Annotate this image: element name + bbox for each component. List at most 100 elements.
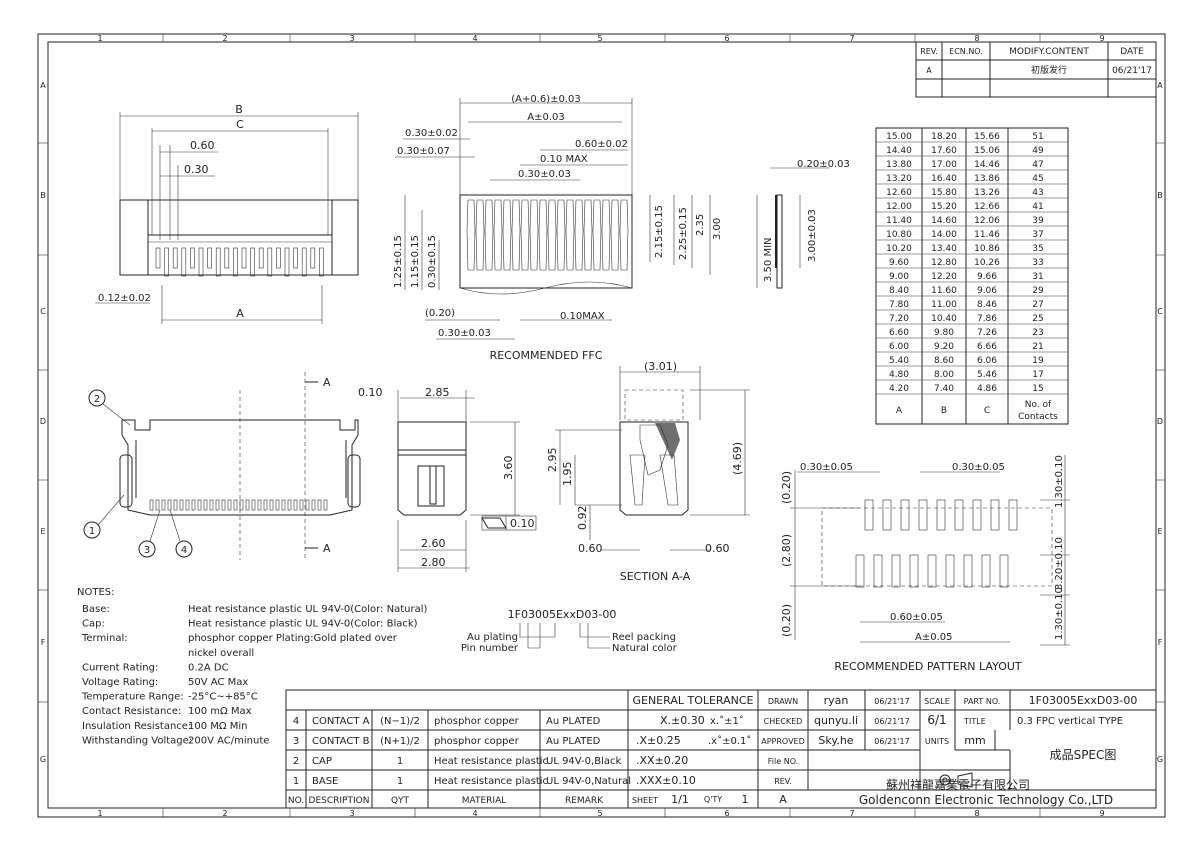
qty-value: 1 [742,793,749,806]
front-pin [281,499,286,511]
table-cell: 27 [1032,300,1043,310]
sheet-label: SHEET [632,796,658,805]
row-mark-left: A [40,81,46,90]
row-mark-right: B [1157,191,1163,200]
table-cell: 15.20 [931,202,957,212]
table-cell: 7.86 [977,314,997,324]
table-cell: 10.20 [886,244,912,254]
table-cell: 11.40 [886,216,912,226]
tol-0-b: x.˚±1˚ [710,715,744,727]
note-value: nickel overall [188,648,254,659]
pad-bottom [855,554,865,588]
bom-cell: CONTACT A [312,716,370,727]
table-cell: 15.80 [931,188,957,198]
table-cell: 13.80 [886,160,912,170]
front-pin [191,499,196,511]
row-mark-right: A [1157,81,1163,90]
front-pin [311,499,316,511]
bom-cell: (N+1)/2 [380,736,420,747]
partno-value: 1F03005ExxD03-00 [1029,694,1138,707]
table-cell: 25 [1032,314,1043,324]
partno-label: PART NO. [964,697,1001,706]
column-mark-bottom: 6 [724,809,729,818]
top-pin [224,247,230,269]
table-cell: 5.46 [977,370,997,380]
front-pin [257,499,262,511]
dim-060-sec-b: 0.60 [705,542,730,555]
note-value: phosphor copper Plating:Gold plated over [188,633,398,644]
table-cell: 33 [1032,258,1043,268]
top-pin [319,247,324,277]
dim-030-003: 0.30±0.03 [518,169,571,180]
table-cell: 47 [1032,160,1043,170]
table-cell: 11.60 [931,286,957,296]
date-approved: 06/21'17 [874,737,909,746]
checked-by: qunyu.li [814,714,858,727]
column-mark-bottom: 4 [472,809,477,818]
dim-060-sec-a: 0.60 [578,542,603,555]
section-a-top: A [323,376,331,389]
row-mark-right: C [1157,307,1163,316]
dim-301: (3.01) [644,360,677,373]
ffc-finger [610,199,620,271]
top-pin [190,247,195,269]
dim-012: 0.12±0.02 [98,293,151,304]
pad-bottom [963,554,973,588]
note-key: Contact Resistance: [82,706,181,717]
bom-cell: 1 [397,756,403,767]
dim-285: 2.85 [425,386,450,399]
bom-cell: 1 [293,776,299,787]
table-cell: 17.00 [931,160,957,170]
table-cell: 6.60 [889,328,909,338]
ffc-side-view: 0.20±0.03 3.50 MIN 3.00±0.03 [756,159,850,289]
dim-092: 0.92 [576,506,589,531]
reel-packing-label: Reel packing [612,632,676,643]
table-cell: 12.80 [931,258,957,268]
table-cell: 29 [1032,286,1044,296]
top-pin [155,247,161,269]
dim-469: (4.69) [731,442,744,475]
table-cell: 4.86 [977,384,997,394]
dim-030-pat-b: 0.30±0.05 [952,462,1005,473]
note-key: Base: [82,604,110,615]
table-cell: 18.20 [931,132,957,142]
column-mark-top: 1 [97,34,102,43]
ffc-finger [574,199,584,271]
pad-bottom [927,554,937,588]
rev-value: A [926,66,932,75]
note-key: Temperature Range: [81,692,184,703]
column-mark-bottom: 5 [597,809,602,818]
pad-top [954,499,964,531]
table-cell: 12.20 [931,272,957,282]
table-cell: 39 [1032,216,1044,226]
revision-block: REV. ECN.NO. MODIFY.CONTENT DATE A 初版发行 … [915,41,1157,98]
general-tolerance: GENERAL TOLERANCE [632,694,753,707]
pad-top [1008,499,1018,531]
dim-030-015: 0.30±0.15 [427,235,438,288]
table-cell: 6.06 [977,356,997,366]
note-value: 0.2A DC [188,662,229,673]
table-cell: 13.20 [886,174,912,184]
dim-020-003: 0.20±0.03 [797,159,850,170]
dim-130-pat-b: 1.30±0.10 [1054,587,1065,640]
ffc-finger [601,199,611,271]
bom-cell: CAP [312,756,332,767]
bom-cell: phosphor copper [434,736,520,747]
table-cell: 12.06 [974,216,1000,226]
bom-cell: Au PLATED [546,716,601,727]
table-cell: 12.66 [974,202,1000,212]
pad-top [900,499,910,531]
row-mark-left: G [40,755,46,764]
dim-a-pat: A±0.05 [915,632,953,643]
front-pin [227,499,232,511]
note-key: Cap: [82,619,105,630]
pad-top [936,499,946,531]
front-pin [209,499,214,511]
table-cell: 9.06 [977,286,997,296]
dim-030-002: 0.30±0.02 [405,128,458,139]
bom-cell: 1 [397,776,403,787]
dim-030: 0.30 [184,163,209,176]
bom-cell: Au PLATED [546,736,601,747]
